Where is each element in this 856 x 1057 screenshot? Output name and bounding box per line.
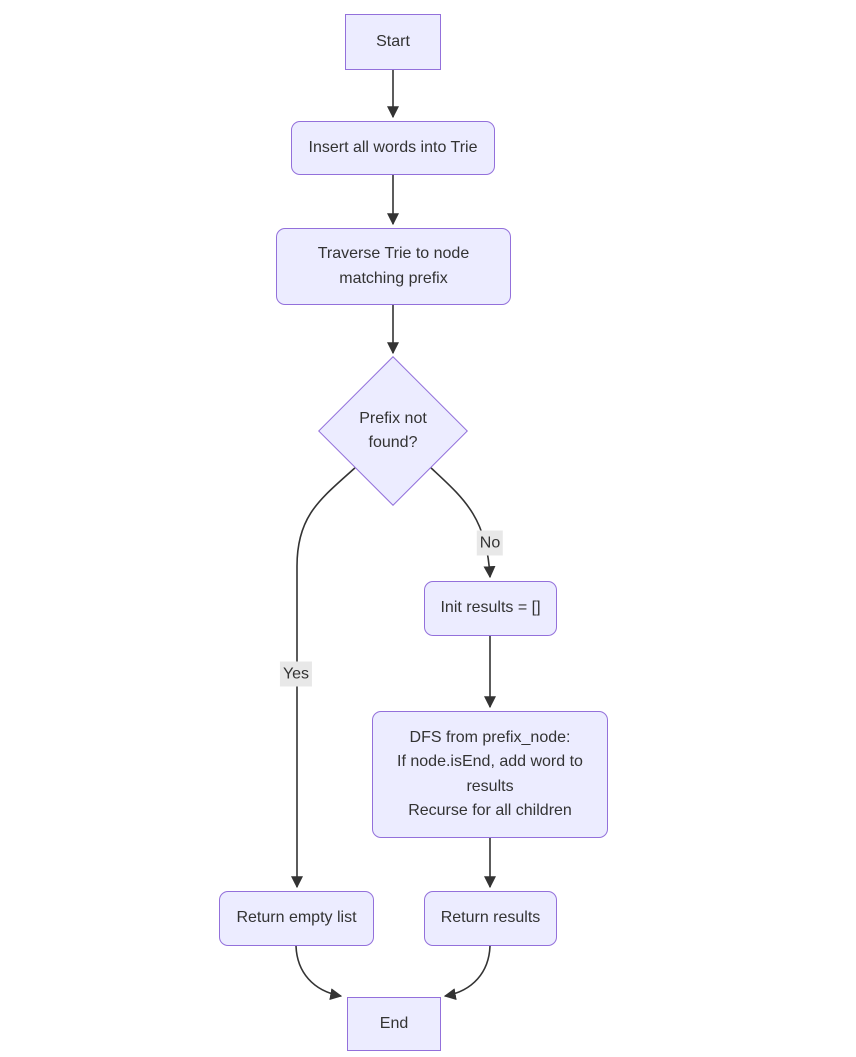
edge-label-no: No [476,530,504,556]
node-end: End [347,997,441,1051]
edge-label-yes: Yes [279,661,313,687]
node-insert-words: Insert all words into Trie [291,121,495,175]
node-dfs: DFS from prefix_node: If node.isEnd, add… [372,711,608,838]
node-start: Start [345,14,441,70]
edge-return-empty-end [295,945,343,1001]
edge-decision-init [428,465,496,579]
node-return-empty-list: Return empty list [219,891,374,946]
node-traverse-trie: Traverse Trie to node matching prefix [276,228,511,305]
node-decision-label: Prefix not found? [359,409,427,452]
edge-return-results-end [443,945,491,1001]
node-init-results: Init results = [] [424,581,557,636]
node-return-results: Return results [424,891,557,946]
